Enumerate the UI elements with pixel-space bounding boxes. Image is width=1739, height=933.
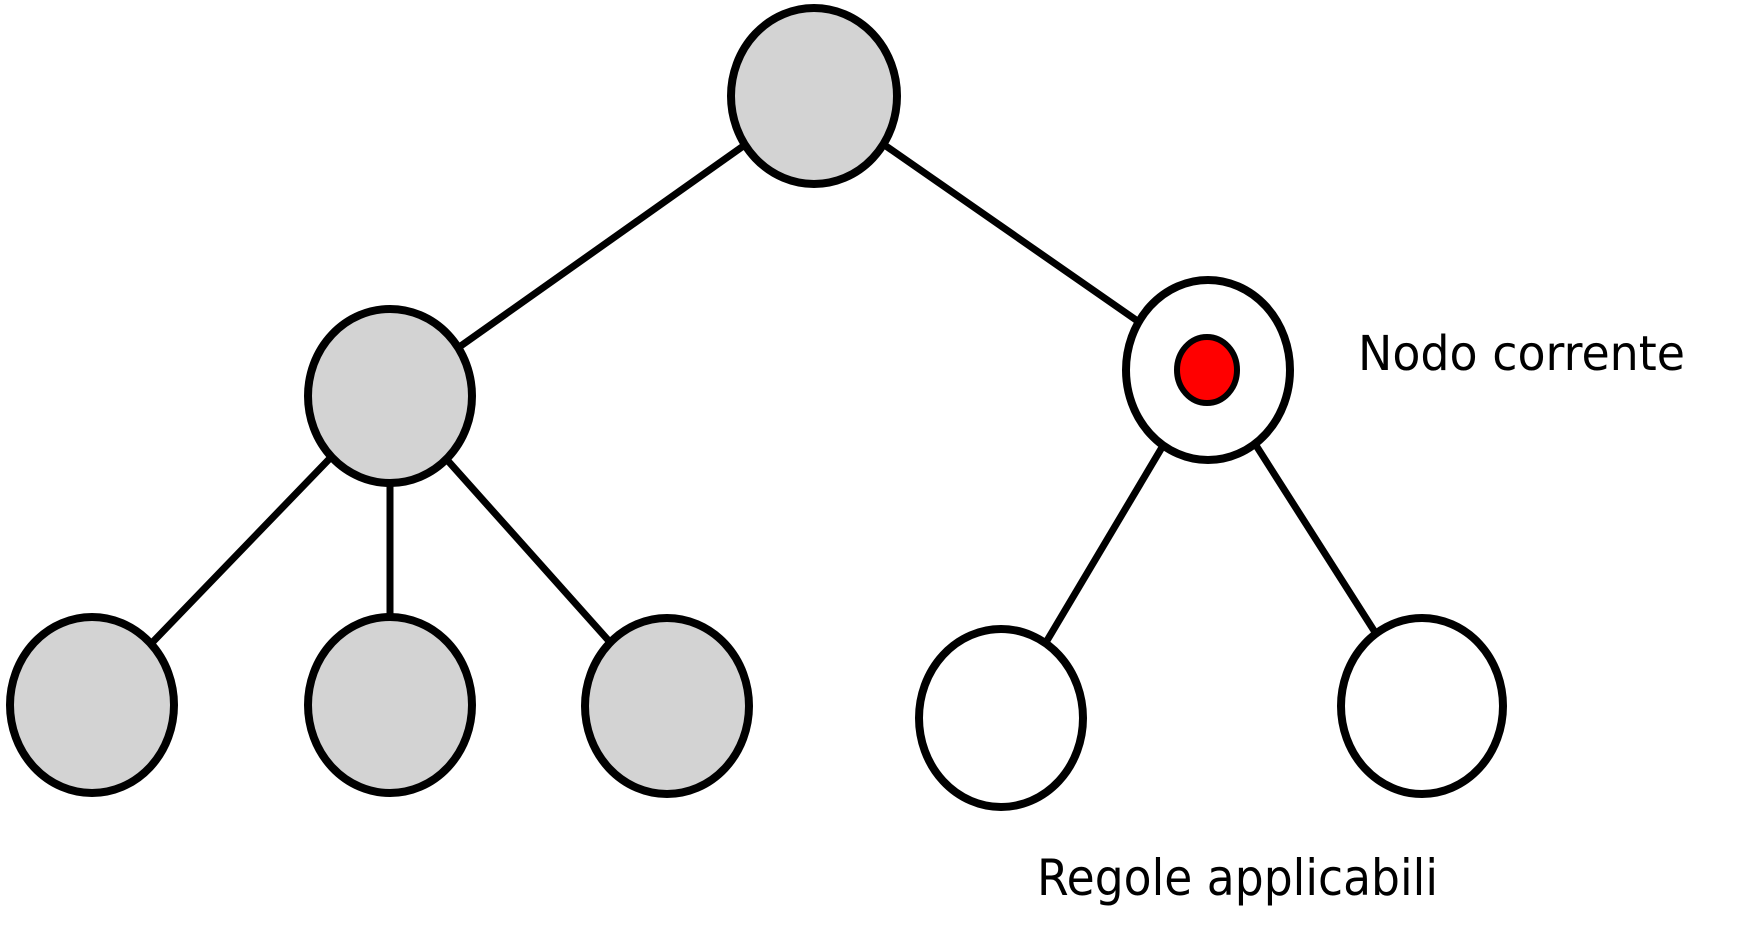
leaf-far-left-node [6,613,178,797]
leaf-mid-left-node [304,613,476,797]
rule-child-right-node [1337,614,1507,798]
internal-left-node [304,305,476,487]
current-marker-node [1174,334,1240,406]
rule-child-left-node [915,625,1087,811]
current-node-label: Nodo corrente [1358,326,1685,382]
tree-nodes [6,4,1507,811]
leaf-mid-node [581,614,753,798]
root-node [727,4,901,188]
applicable-rules-label: Regole applicabili [1037,849,1438,907]
